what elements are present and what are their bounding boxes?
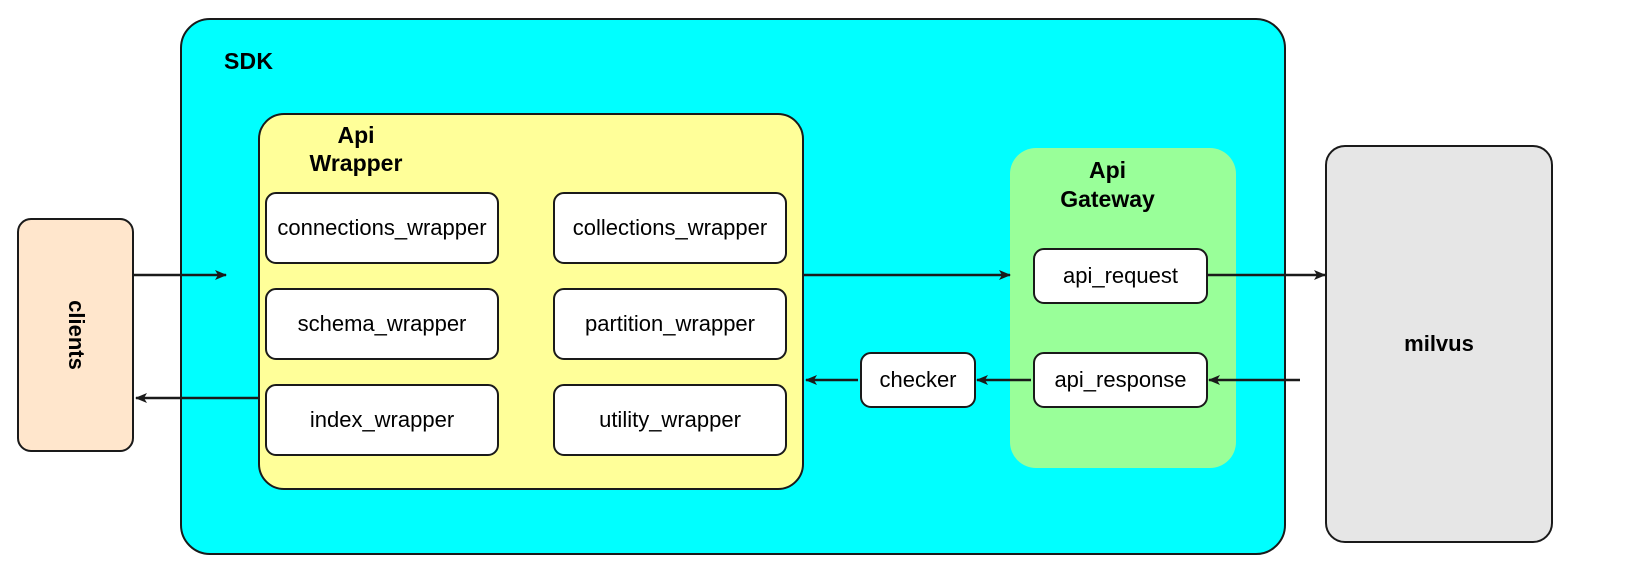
node-connections-wrapper[interactable]: connections_wrapper: [265, 192, 499, 264]
node-api-request[interactable]: api_request: [1033, 248, 1208, 304]
api-wrapper-label-line1: Api: [337, 122, 375, 148]
node-index-wrapper[interactable]: index_wrapper: [265, 384, 499, 456]
api-gateway-label-line2: Gateway: [1060, 186, 1155, 212]
api-gateway-container[interactable]: Api Gateway: [1010, 148, 1236, 468]
node-clients[interactable]: clients: [17, 218, 134, 452]
node-collections-wrapper[interactable]: collections_wrapper: [553, 192, 787, 264]
node-milvus-label: milvus: [1404, 331, 1474, 356]
node-milvus[interactable]: milvus: [1325, 145, 1553, 543]
node-index-wrapper-label: index_wrapper: [309, 407, 455, 432]
api-gateway-label-line1: Api: [1088, 157, 1127, 183]
node-clients-label: clients: [63, 300, 89, 370]
api-wrapper-label: Api Wrapper: [266, 121, 446, 177]
node-partition-wrapper-label: partition_wrapper: [585, 311, 755, 336]
node-schema-wrapper[interactable]: schema_wrapper: [265, 288, 499, 360]
node-collections-wrapper-label: collections_wrapper: [572, 215, 768, 240]
node-checker-label: checker: [879, 367, 957, 392]
node-checker[interactable]: checker: [860, 352, 976, 408]
sdk-label: SDK: [224, 48, 274, 74]
node-utility-wrapper[interactable]: utility_wrapper: [553, 384, 787, 456]
api-wrapper-label-line2: Wrapper: [309, 150, 403, 176]
node-schema-wrapper-label: schema_wrapper: [297, 311, 467, 336]
node-utility-wrapper-label: utility_wrapper: [599, 407, 741, 432]
api-gateway-label: Api Gateway: [1010, 156, 1205, 214]
node-partition-wrapper[interactable]: partition_wrapper: [553, 288, 787, 360]
node-api-response-label: api_response: [1054, 367, 1187, 392]
node-api-response[interactable]: api_response: [1033, 352, 1208, 408]
node-connections-wrapper-label: connections_wrapper: [277, 215, 487, 240]
node-api-request-label: api_request: [1063, 263, 1178, 288]
